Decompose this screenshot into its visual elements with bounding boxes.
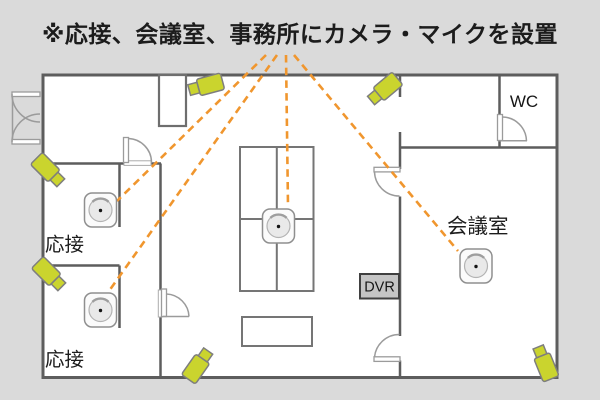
connector-line-reception2 [107, 54, 279, 292]
meeting-room-lower-door [373, 333, 401, 363]
microphone-icon-reception2 [83, 291, 118, 329]
microphone-icon-office [261, 207, 296, 245]
entrance-double-door [11, 91, 41, 145]
wc-label: WC [510, 92, 538, 111]
connector-lines [107, 54, 459, 292]
reception1-label: 応接 [45, 234, 84, 256]
dvr-unit: DVR [359, 273, 400, 300]
microphone-icon-meeting [458, 247, 494, 285]
connector-line-meeting [293, 54, 459, 252]
diagram-title: ※応接、会議室、事務所にカメラ・マイクを設置 [42, 21, 558, 47]
meeting-room-label: 会議室 [447, 215, 509, 238]
reception2-label: 応接 [45, 349, 84, 371]
microphone-icon-reception1 [83, 191, 118, 229]
wc-door [496, 113, 528, 142]
low-table [241, 316, 313, 347]
cabinet [157, 73, 188, 128]
connector-line-reception1 [116, 54, 267, 202]
dvr-label: DVR [364, 280, 395, 296]
office-door [157, 288, 190, 318]
doors [11, 91, 528, 363]
reception1-door [122, 136, 153, 166]
